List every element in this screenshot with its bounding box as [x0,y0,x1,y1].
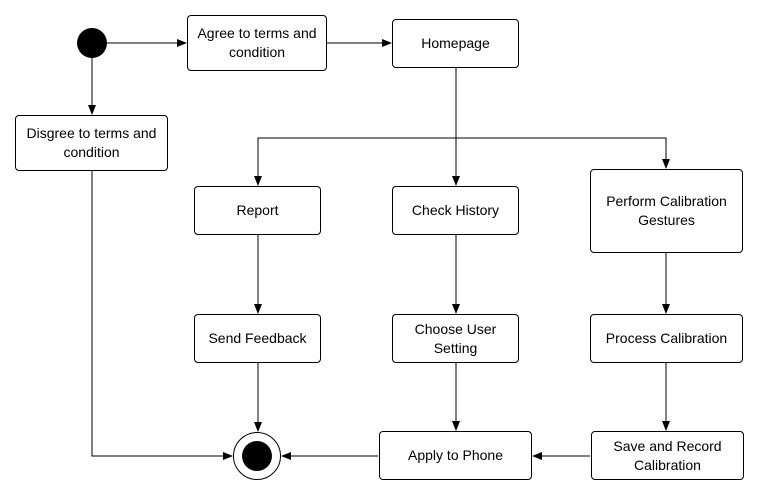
node-perform-calibration-label: Perform Calibration Gestures [606,193,727,228]
node-send-feedback: Send Feedback [194,314,321,363]
node-homepage-label: Homepage [421,35,490,51]
node-process-calibration-label: Process Calibration [605,330,728,346]
end-node-dot [242,441,272,471]
node-homepage: Homepage [392,19,519,68]
node-choose-user-setting-label: Choose User Setting [414,320,497,356]
node-save-record-calibration: Save and Record Calibration [591,431,744,480]
edge-disagree-to-end [91,170,233,460]
node-send-feedback-label: Send Feedback [208,330,307,346]
start-node [77,28,107,58]
node-apply-to-phone: Apply to Phone [379,431,532,480]
end-node [233,432,281,480]
node-perform-calibration: Perform Calibration Gestures [590,169,743,253]
node-apply-to-phone-label: Apply to Phone [408,447,503,463]
node-agree: Agree to terms and condition [187,15,327,71]
edge-homepage-to-perform-calibration [456,137,670,169]
node-save-record-calibration-label: Save and Record Calibration [613,437,722,473]
node-check-history-label: Check History [411,202,500,218]
node-report-label: Report [236,202,279,218]
node-disagree: Disgree to terms and condition [15,115,168,171]
node-disagree-label: Disgree to terms and condition [26,125,157,160]
node-agree-label: Agree to terms and condition [197,25,317,60]
node-check-history: Check History [392,186,519,235]
edge-homepage-to-report [254,137,456,186]
node-process-calibration: Process Calibration [590,314,743,363]
node-choose-user-setting: Choose User Setting [392,314,519,363]
node-report: Report [194,186,321,235]
